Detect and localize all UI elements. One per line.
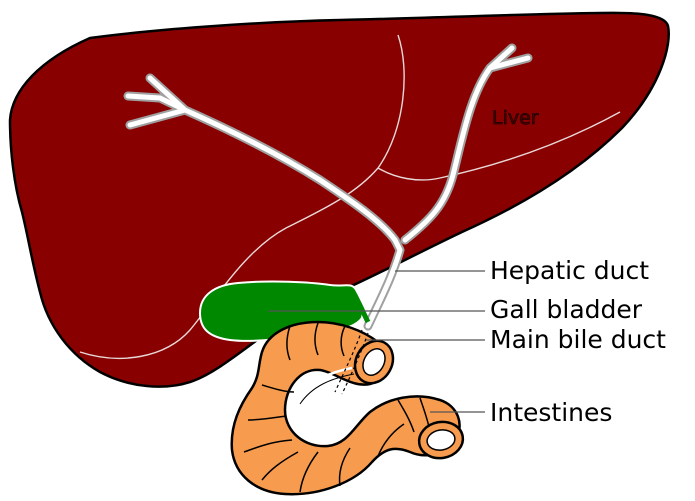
main-bile-duct-label: Main bile duct bbox=[490, 325, 666, 354]
hepatic-duct-label: Hepatic duct bbox=[490, 256, 649, 285]
intestines-label: Intestines bbox=[490, 398, 612, 427]
liver-label: Liver bbox=[492, 107, 539, 129]
gall-bladder-label: Gall bladder bbox=[490, 295, 643, 324]
intestines-shape bbox=[232, 322, 466, 494]
